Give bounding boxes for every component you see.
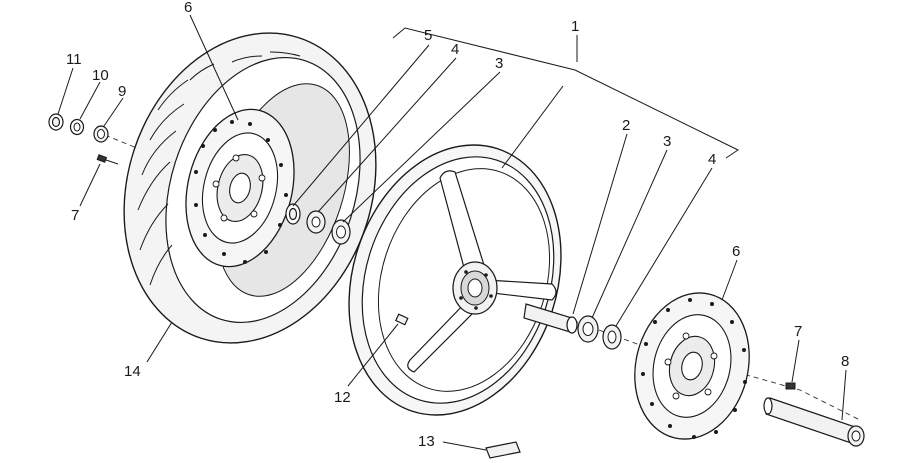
callout-7-left: 7 — [71, 207, 79, 224]
seal-icon — [285, 203, 301, 225]
callout-8: 8 — [841, 353, 849, 370]
bearing-icon — [331, 219, 351, 245]
wheel-rim-icon — [348, 144, 562, 416]
callout-3-left: 3 — [495, 55, 503, 72]
screw-icon — [785, 382, 796, 390]
callout-2: 2 — [622, 117, 630, 134]
seal-icon — [48, 113, 64, 131]
seal-icon — [602, 324, 622, 350]
valve-icon — [394, 313, 409, 326]
bearing-icon — [93, 125, 109, 143]
callout-4-left: 4 — [451, 41, 459, 58]
callout-1: 1 — [571, 18, 579, 35]
callout-3-right: 3 — [663, 133, 671, 150]
group-bracket — [392, 27, 740, 159]
callout-13: 13 — [418, 433, 435, 450]
callout-14: 14 — [124, 363, 141, 380]
screw-icon — [96, 154, 119, 165]
leader-lines — [57, 14, 847, 451]
axle-icon — [763, 397, 865, 447]
callout-10: 10 — [92, 67, 109, 84]
spacer-icon — [523, 303, 578, 334]
callout-6-right: 6 — [732, 243, 740, 260]
spacer-icon — [69, 118, 85, 136]
spacer-icon — [306, 210, 326, 234]
callout-7-right: 7 — [794, 323, 802, 340]
callout-9: 9 — [118, 83, 126, 100]
bearing-icon — [577, 315, 599, 343]
brake-disc-icon — [634, 292, 750, 440]
callout-4-right: 4 — [708, 151, 716, 168]
callout-11: 11 — [66, 51, 82, 68]
callout-6-left: 6 — [184, 0, 192, 16]
callout-12: 12 — [334, 389, 351, 406]
balance-weight-icon — [485, 441, 521, 459]
callout-5: 5 — [424, 27, 432, 44]
brake-disc-icon — [185, 108, 295, 268]
